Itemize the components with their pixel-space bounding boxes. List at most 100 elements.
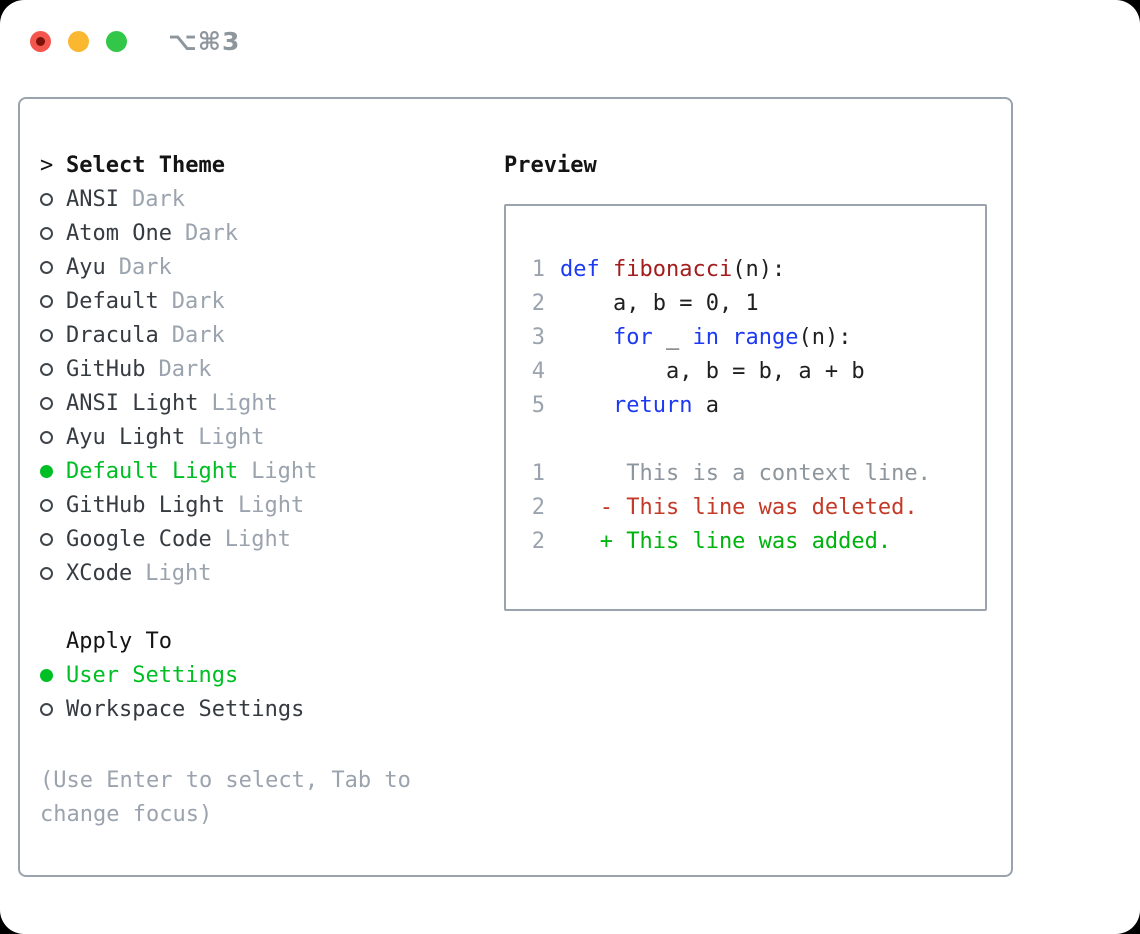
theme-variant-tag: Light	[145, 560, 212, 586]
preview-title: Preview	[504, 152, 597, 178]
radio-icon	[40, 328, 66, 342]
theme-name: Ayu	[66, 254, 106, 280]
line-content: + This line was added.	[545, 529, 891, 554]
theme-name: ANSI Light	[66, 390, 199, 416]
line-content: for _ in range(n):	[545, 325, 851, 350]
code-segment: (n):	[798, 324, 852, 350]
theme-name: Default Light	[66, 458, 239, 484]
apply-option-label: User Settings	[66, 662, 239, 688]
radio-icon	[40, 192, 66, 206]
theme-variant-tag: Light	[237, 492, 305, 518]
theme-option-ayu-dark[interactable]: Ayu Dark	[40, 250, 472, 284]
theme-name: GitHub	[66, 356, 146, 382]
radio-icon	[40, 260, 66, 274]
preview-line: 2 + This line was added.	[531, 524, 985, 558]
theme-variant-tag: Dark	[171, 288, 225, 314]
zoom-button[interactable]	[106, 31, 127, 52]
preview-line: 2 - This line was deleted.	[531, 490, 985, 524]
preview-line: 2 a, b = 0, 1	[531, 286, 985, 320]
radio-selected-icon	[40, 668, 66, 682]
theme-name: Ayu Light	[66, 424, 186, 450]
code-segment: This is a context line.	[560, 460, 931, 486]
prompt-icon: >	[40, 152, 54, 178]
preview-line: 3 for _ in range(n):	[531, 320, 985, 354]
radio-icon	[40, 294, 66, 308]
apply-to-title: Apply To	[66, 628, 172, 654]
theme-name: Dracula	[66, 322, 159, 348]
line-content: This is a context line.	[545, 461, 931, 486]
apply-option-workspace-settings[interactable]: Workspace Settings	[40, 692, 472, 726]
code-segment	[560, 393, 613, 418]
code-segment: def	[560, 256, 600, 282]
radio-icon	[40, 362, 66, 376]
theme-variant-tag: Dark	[171, 322, 225, 348]
theme-variant-tag: Light	[224, 526, 291, 552]
radio-icon	[40, 566, 66, 580]
theme-name: ANSI	[66, 186, 119, 212]
help-text: (Use Enter to select, Tab to change focu…	[40, 768, 411, 827]
line-number: 2	[531, 528, 545, 554]
apply-to-header: Apply To	[40, 624, 472, 658]
theme-name: Default	[66, 288, 159, 314]
line-number: 5	[531, 392, 545, 418]
theme-option-ayu-light-light[interactable]: Ayu Light Light	[40, 420, 472, 454]
line-number: 4	[531, 358, 545, 384]
line-number: 1	[531, 256, 545, 282]
line-number: 2	[531, 494, 545, 520]
apply-option-user-settings[interactable]: User Settings	[40, 658, 472, 692]
apply-option-label: Workspace Settings	[66, 696, 305, 722]
theme-option-dracula-dark[interactable]: Dracula Dark	[40, 318, 472, 352]
theme-name: XCode	[66, 560, 133, 586]
theme-option-ansi-dark[interactable]: ANSI Dark	[40, 182, 472, 216]
line-content: def fibonacci(n):	[545, 257, 785, 282]
theme-option-github-dark[interactable]: GitHub Dark	[40, 352, 472, 386]
code-segment: fibonacci	[613, 256, 733, 282]
code-segment: _	[652, 324, 693, 350]
theme-variant-tag: Dark	[118, 254, 172, 280]
unsaved-indicator-dot	[36, 37, 45, 46]
line-content: - This line was deleted.	[545, 495, 918, 520]
theme-name: Google Code	[66, 526, 212, 552]
theme-option-google-code-light[interactable]: Google Code Light	[40, 522, 472, 556]
theme-menu-title: Select Theme	[66, 152, 225, 178]
theme-option-default-light-light[interactable]: Default Light Light	[40, 454, 472, 488]
theme-option-ansi-light-light[interactable]: ANSI Light Light	[40, 386, 472, 420]
window-titlebar: ⌥⌘3	[30, 27, 240, 56]
code-segment: for	[612, 324, 653, 350]
preview-line: 5 return a	[531, 388, 985, 422]
code-segment: range	[732, 324, 799, 350]
line-number: 3	[531, 324, 545, 350]
radio-icon	[40, 702, 66, 716]
close-button[interactable]	[30, 31, 51, 52]
code-segment	[600, 257, 613, 282]
theme-variant-tag: Dark	[158, 356, 212, 382]
theme-name: Atom One	[66, 220, 172, 246]
radio-selected-icon	[40, 464, 66, 478]
code-segment: a, b = b, a + b	[560, 358, 865, 384]
theme-variant-tag: Light	[198, 424, 265, 450]
code-segment: in	[692, 324, 719, 350]
line-number: 1	[531, 460, 545, 486]
code-segment	[719, 325, 732, 350]
radio-icon	[40, 532, 66, 546]
theme-option-default-dark[interactable]: Default Dark	[40, 284, 472, 318]
code-segment: a	[692, 392, 719, 418]
theme-variant-tag: Light	[211, 390, 278, 416]
theme-variant-tag: Dark	[131, 186, 185, 212]
minimize-button[interactable]	[68, 31, 89, 52]
window-shortcut-label: ⌥⌘3	[168, 27, 241, 56]
radio-icon	[40, 226, 66, 240]
radio-icon	[40, 430, 66, 444]
theme-variant-tag: Light	[251, 458, 318, 484]
theme-option-xcode-light[interactable]: XCode Light	[40, 556, 472, 590]
code-segment: return	[612, 392, 693, 418]
preview-line: 1 This is a context line.	[531, 456, 985, 490]
section-gap	[40, 590, 472, 624]
